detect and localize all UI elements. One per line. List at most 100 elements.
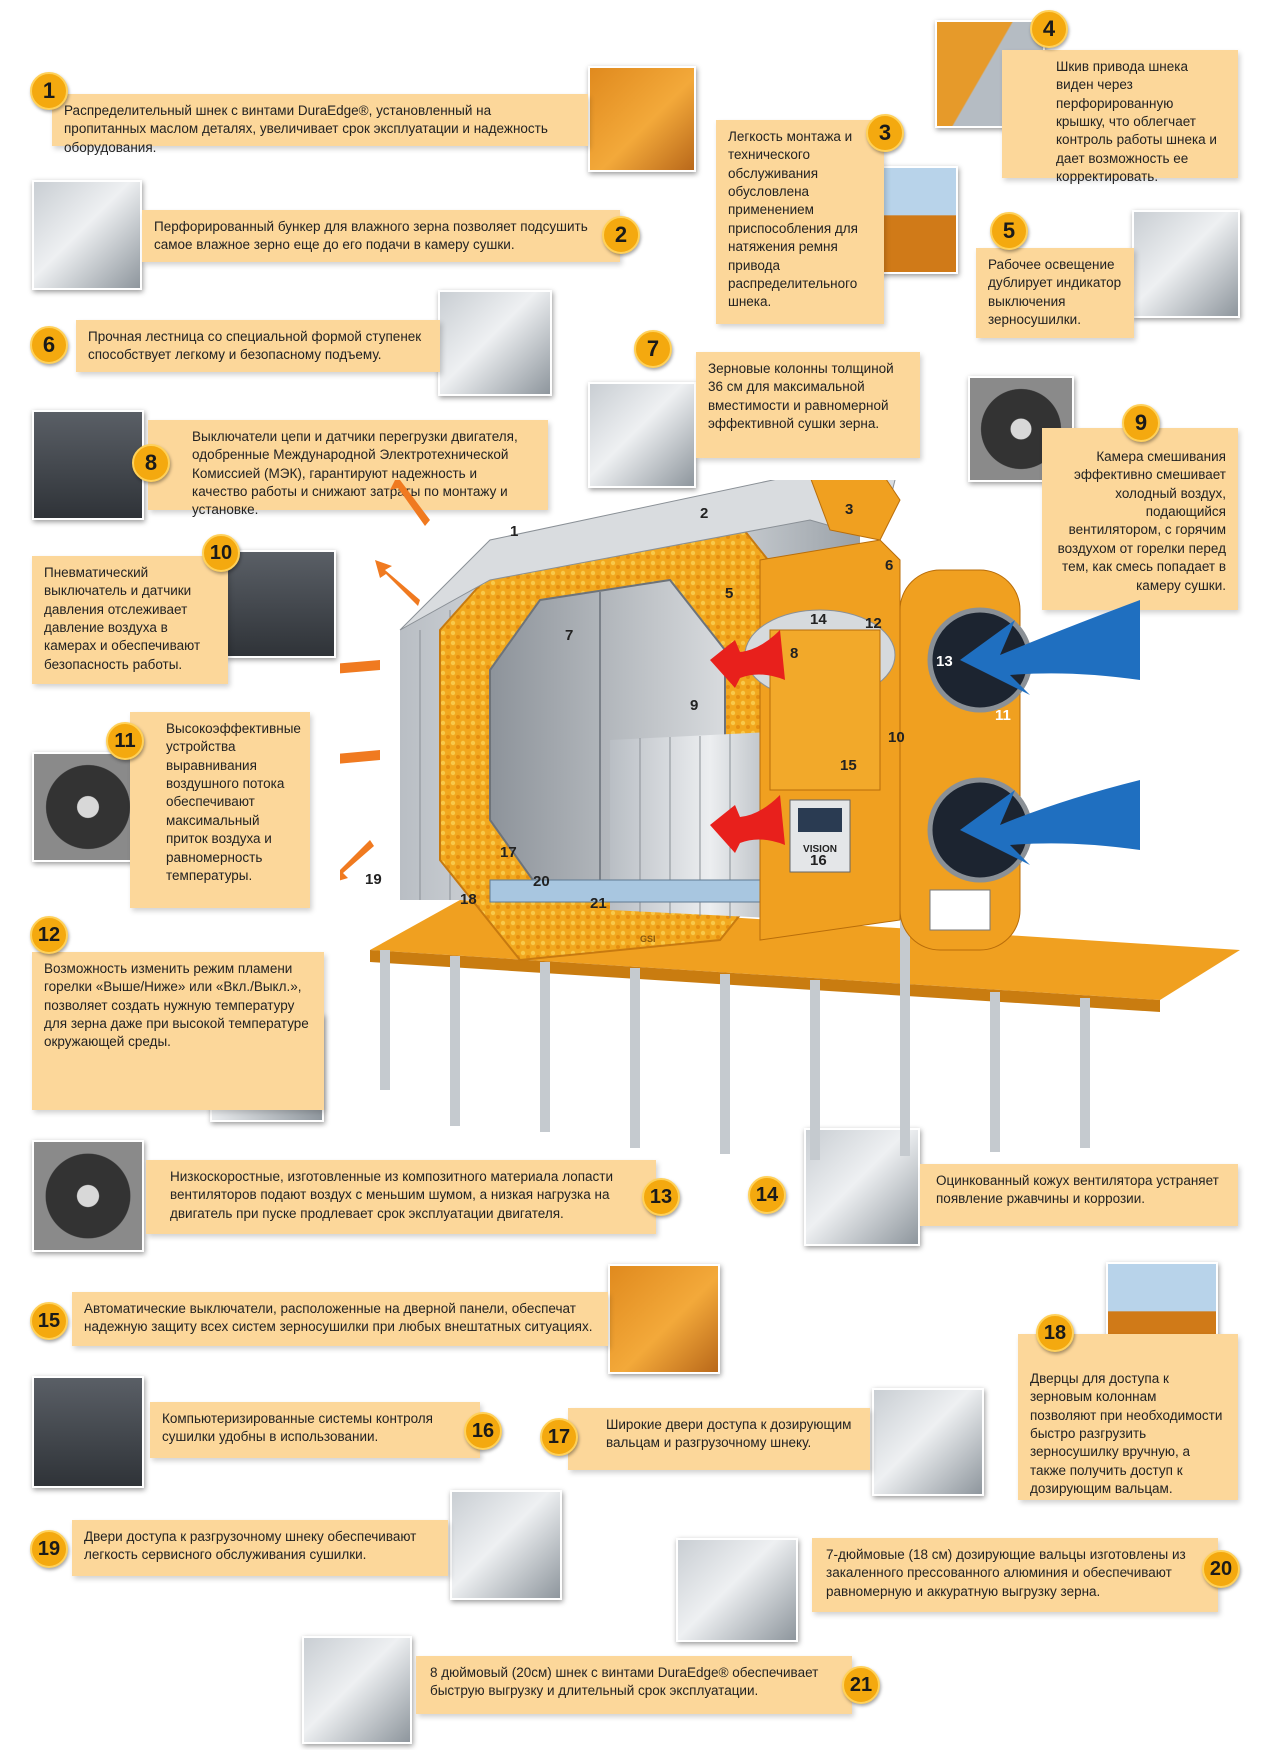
photo-10-pressure-switch <box>226 550 336 658</box>
hot-air-arrow-upper <box>710 630 785 688</box>
support-legs <box>380 860 1090 1160</box>
badge-3: 3 <box>866 114 904 152</box>
cold-air-arrow-lower <box>960 780 1140 865</box>
feature-text: Прочная лестница со специальной формой с… <box>88 329 422 363</box>
feature-text: 8 дюймовый (20см) шнек с винтами DuraEdg… <box>430 1665 819 1699</box>
badge-11: 11 <box>106 722 144 760</box>
badge-7: 7 <box>634 330 672 368</box>
feature-card-3: Легкость монтажа и технического обслужив… <box>716 120 884 324</box>
feature-text: Оцинкованный кожух вентилятора устраняет… <box>936 1173 1219 1207</box>
callout-18: 18 <box>460 891 477 908</box>
photo-5-work-light <box>1132 210 1240 318</box>
vision-label: VISION <box>803 844 837 855</box>
auger-drive-cover <box>810 480 901 541</box>
callout-19: 19 <box>365 871 382 888</box>
callout-5: 5 <box>725 585 733 602</box>
callout-16: 16 <box>810 852 827 869</box>
diagram-callouts: 1 2 3 4 5 6 7 8 9 10 11 12 13 14 15 16 1… <box>365 501 1011 912</box>
feature-card-2: Перфорированный бункер для влажного зерн… <box>142 210 620 262</box>
callout-3: 3 <box>845 501 853 518</box>
feature-text: Возможность изменить режим пламени горел… <box>44 961 309 1050</box>
feature-card-6: Прочная лестница со специальной формой с… <box>76 320 440 372</box>
feature-card-7: Зерновые колонны толщиной 36 см для макс… <box>696 352 920 458</box>
feature-text: Автоматические выключатели, расположенны… <box>84 1301 593 1335</box>
grain-dryer-diagram: VISION GSI 1 2 3 4 5 6 7 8 9 10 11 12 13… <box>340 480 1240 1160</box>
photo-17-access-doors <box>872 1388 984 1496</box>
feature-card-16: Компьютеризированные системы контроля су… <box>150 1402 480 1458</box>
badge-6: 6 <box>30 326 68 364</box>
feature-text: Высокоэффективные устройства выравнивани… <box>166 721 301 883</box>
photo-19-unload-door <box>450 1490 562 1600</box>
feature-card-15: Автоматические выключатели, расположенны… <box>72 1292 608 1346</box>
photo-11-air-straightener <box>32 752 144 862</box>
exhaust-arrows <box>340 480 430 881</box>
badge-9: 9 <box>1122 404 1160 442</box>
feature-text: Низкоскоростные, изготовленные из композ… <box>170 1169 614 1221</box>
metering-rolls <box>489 879 771 903</box>
feature-card-11: Высокоэффективные устройства выравнивани… <box>130 712 310 908</box>
callout-12: 12 <box>865 615 882 632</box>
cold-air-arrow-upper <box>960 600 1140 695</box>
badge-19: 19 <box>30 1530 68 1568</box>
callout-2: 2 <box>700 505 708 522</box>
badge-17: 17 <box>540 1418 578 1456</box>
badge-21: 21 <box>842 1666 880 1704</box>
callout-6: 6 <box>885 557 893 574</box>
badge-2: 2 <box>602 216 640 254</box>
photo-1-auger <box>588 66 696 172</box>
callout-20: 20 <box>533 873 550 890</box>
badge-15: 15 <box>30 1302 68 1340</box>
badge-18: 18 <box>1036 1314 1074 1352</box>
feature-text: Рабочее освещение дублирует индикатор вы… <box>988 257 1122 328</box>
feature-card-12: Возможность изменить режим пламени горел… <box>32 952 324 1110</box>
feature-card-19: Двери доступа к разгрузочному шнеку обес… <box>72 1520 448 1576</box>
feature-card-10: Пневматический выключатель и датчики дав… <box>32 556 228 684</box>
feature-text: Зерновые колонны толщиной 36 см для макс… <box>708 361 894 432</box>
feature-card-17: Широкие двери доступа к дозирующим вальц… <box>568 1408 870 1470</box>
feature-text: Распределительный шнек с винтами DuraEdg… <box>64 103 548 155</box>
photo-6-ladder <box>438 290 552 396</box>
feature-card-5: Рабочее освещение дублирует индикатор вы… <box>976 248 1134 338</box>
badge-13: 13 <box>642 1178 680 1216</box>
callout-11: 11 <box>995 707 1011 724</box>
brand-mark: GSI <box>640 934 656 944</box>
photo-13-fan-blades <box>32 1140 144 1252</box>
feature-text: Легкость монтажа и технического обслужив… <box>728 129 858 310</box>
feature-card-20: 7-дюймовые (18 см) дозирующие вальцы изг… <box>812 1538 1218 1612</box>
feature-text: Перфорированный бункер для влажного зерн… <box>154 219 588 253</box>
feature-card-8: Выключатели цепи и датчики перегрузки дв… <box>148 420 548 517</box>
badge-14: 14 <box>748 1176 786 1214</box>
callout-1: 1 <box>510 523 518 540</box>
photo-15-door-breakers <box>608 1264 720 1374</box>
feature-text: Компьютеризированные системы контроля су… <box>162 1411 433 1445</box>
badge-4: 4 <box>1030 10 1068 48</box>
feature-text: Дверцы для доступа к зерновым колоннам п… <box>1030 1371 1223 1497</box>
badge-1: 1 <box>30 72 68 110</box>
feature-card-1: Распределительный шнек с винтами DuraEdg… <box>52 94 588 155</box>
callout-9: 9 <box>690 697 698 714</box>
photo-16-controller <box>32 1376 144 1488</box>
badge-10: 10 <box>202 534 240 572</box>
feature-card-13: Низкоскоростные, изготовленные из композ… <box>146 1160 656 1234</box>
photo-7-grain-columns <box>588 382 696 488</box>
callout-13: 13 <box>936 653 953 670</box>
feature-text: Камера смешивания эффективно смешивает х… <box>1057 449 1226 593</box>
callout-7: 7 <box>565 627 573 644</box>
badge-20: 20 <box>1202 1550 1240 1588</box>
callout-8: 8 <box>790 645 798 662</box>
feature-card-21: 8 дюймовый (20см) шнек с винтами DuraEdg… <box>416 1656 852 1714</box>
feature-text: Широкие двери доступа к дозирующим вальц… <box>606 1417 852 1451</box>
feature-text: Двери доступа к разгрузочному шнеку обес… <box>84 1529 417 1563</box>
photo-21-unload-auger <box>302 1636 412 1744</box>
feature-text: 7-дюймовые (18 см) дозирующие вальцы изг… <box>826 1547 1186 1599</box>
callout-21: 21 <box>590 895 607 912</box>
photo-20-metering-rolls <box>676 1538 798 1642</box>
feature-card-9: Камера смешивания эффективно смешивает х… <box>1042 428 1238 610</box>
badge-8: 8 <box>132 444 170 482</box>
feature-text: Пневматический выключатель и датчики дав… <box>44 565 201 672</box>
badge-12: 12 <box>30 916 68 954</box>
callout-14: 14 <box>810 611 827 628</box>
badge-5: 5 <box>990 212 1028 250</box>
callout-10: 10 <box>888 729 905 746</box>
badge-16: 16 <box>464 1412 502 1450</box>
